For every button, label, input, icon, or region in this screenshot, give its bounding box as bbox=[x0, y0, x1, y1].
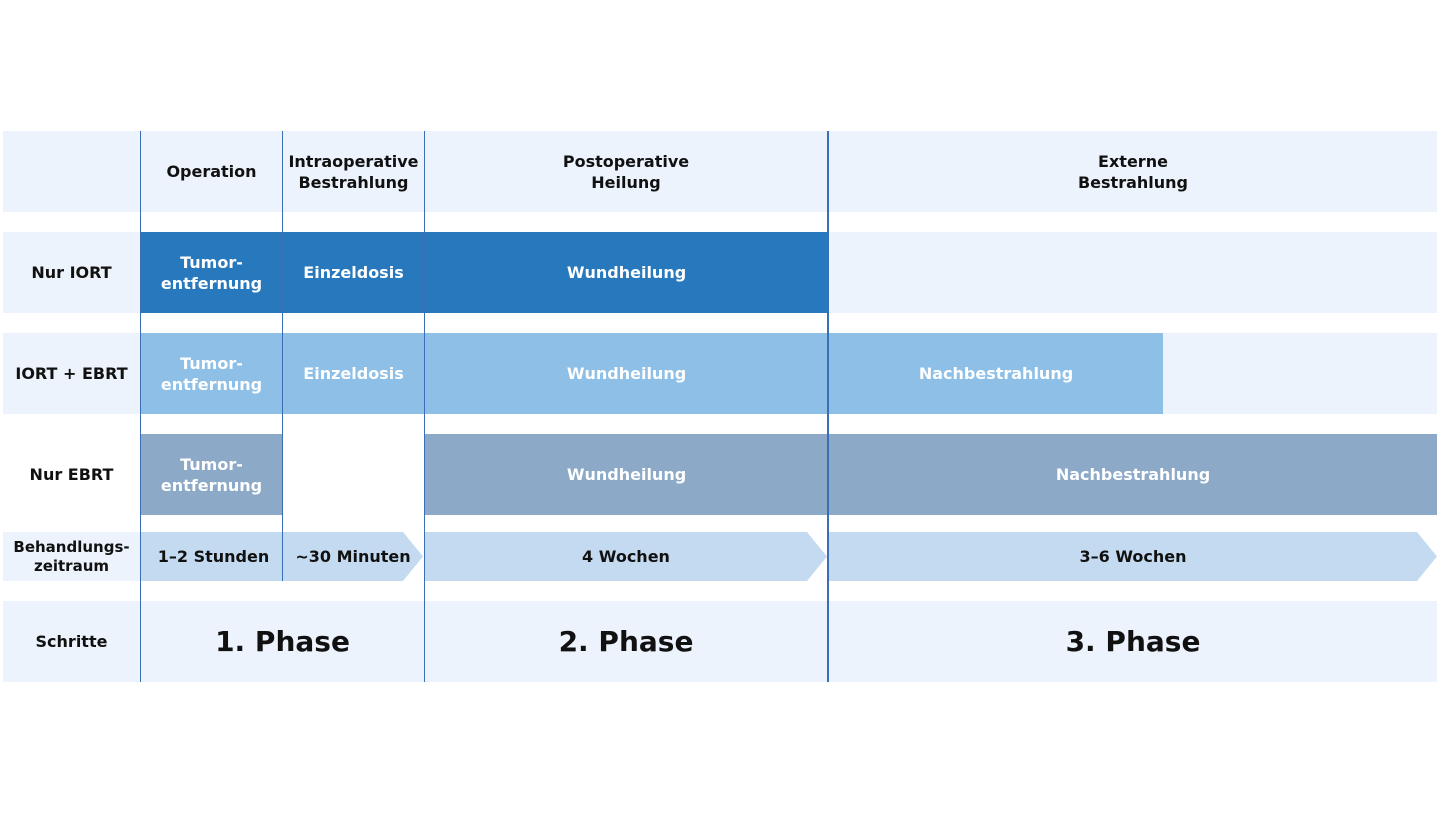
bar-iort-only-operation: Tumor- entfernung bbox=[141, 232, 282, 313]
duration-arrow-iort bbox=[283, 532, 423, 581]
phase-1-label: 1. Phase bbox=[215, 625, 350, 658]
row-label-steps: Schritte bbox=[35, 632, 108, 651]
bar-iort-ebrt-postop: Wundheilung bbox=[425, 333, 828, 414]
duration-arrow-ebrt bbox=[829, 532, 1437, 581]
row-label-iort-ebrt: IORT + EBRT bbox=[15, 364, 128, 383]
duration-postop: 4 Wochen bbox=[582, 547, 670, 566]
divider-line-phase-2-3 bbox=[827, 131, 829, 682]
duration-operation: 1–2 Stunden bbox=[157, 547, 270, 566]
bar-ebrt-only-operation: Tumor- entfernung bbox=[141, 434, 282, 515]
bar-iort-ebrt-operation: Tumor- entfernung bbox=[141, 333, 282, 414]
divider-line-left bbox=[140, 131, 141, 682]
duration-ebrt: 3–6 Wochen bbox=[1079, 547, 1187, 566]
bar-iort-only-postop: Wundheilung bbox=[425, 232, 828, 313]
divider-line-operation-iort bbox=[282, 131, 283, 581]
column-header-postop: Postoperative Heilung bbox=[562, 151, 690, 192]
phase-3-label: 3. Phase bbox=[1065, 625, 1201, 658]
column-header-ebrt: Externe Bestrahlung bbox=[1077, 151, 1188, 192]
divider-line-phase-1-2 bbox=[424, 131, 425, 682]
bar-ebrt-only-postop: Wundheilung bbox=[425, 434, 828, 515]
row-label-iort-only: Nur IORT bbox=[31, 263, 112, 282]
row-label-ebrt-only: Nur EBRT bbox=[29, 465, 114, 484]
phase-2-label: 2. Phase bbox=[558, 625, 694, 658]
column-header-iort: Intraoperative Bestrahlung bbox=[288, 151, 419, 192]
duration-label-bg bbox=[3, 532, 140, 581]
bar-iort-ebrt-iort: Einzeldosis bbox=[283, 333, 424, 414]
header-band bbox=[3, 131, 1437, 212]
duration-iort: ~30 Minuten bbox=[295, 547, 411, 566]
column-header-operation: Operation bbox=[166, 162, 257, 181]
bar-ebrt-only-ebrt: Nachbestrahlung bbox=[829, 434, 1437, 515]
bar-iort-ebrt-ebrt: Nachbestrahlung bbox=[829, 333, 1163, 414]
bar-iort-only-iort: Einzeldosis bbox=[283, 232, 424, 313]
duration-arrow-operation bbox=[141, 532, 282, 581]
row-label-duration: Behandlungs- zeitraum bbox=[13, 537, 130, 575]
duration-arrow-postop bbox=[425, 532, 827, 581]
steps-band bbox=[3, 601, 1437, 682]
label-bg-ebrt-only bbox=[3, 434, 140, 515]
